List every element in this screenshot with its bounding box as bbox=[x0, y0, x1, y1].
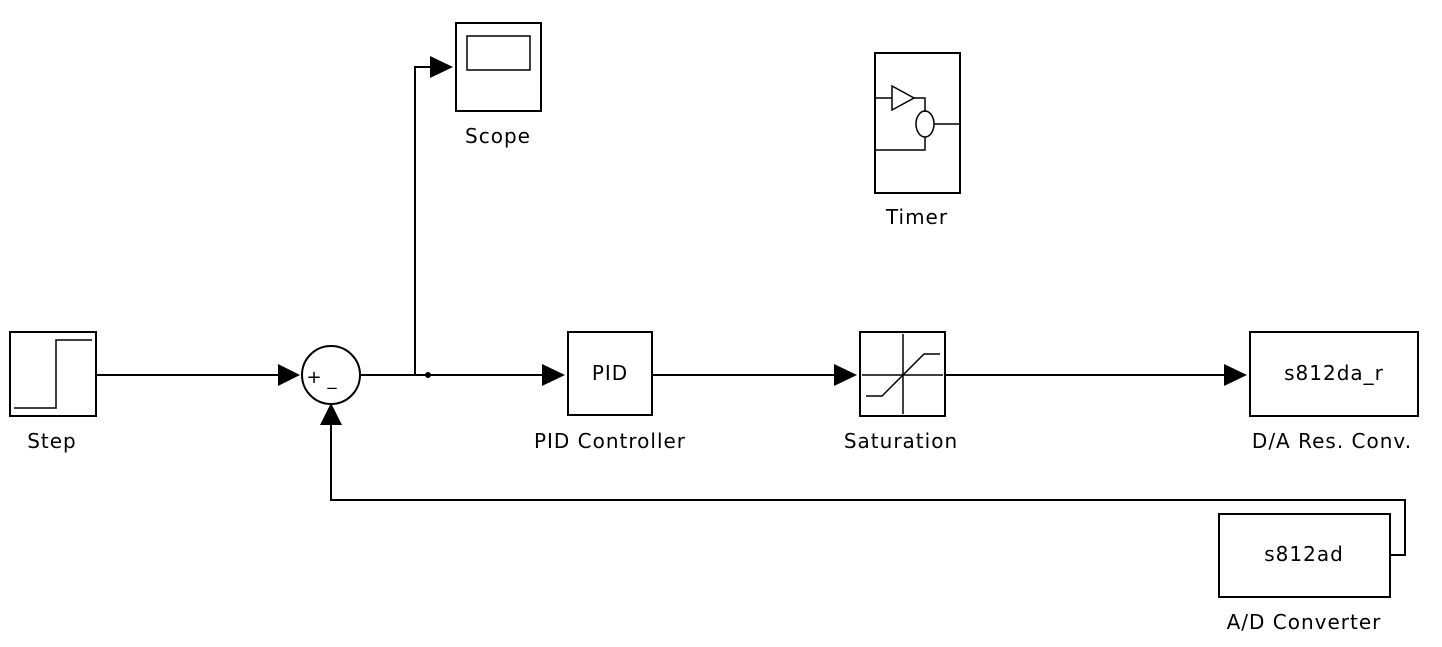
signal-lines bbox=[96, 56, 1406, 556]
scope-screen-icon bbox=[466, 35, 531, 71]
step-block[interactable]: Step bbox=[9, 331, 97, 453]
wire-branch-to-scope[interactable] bbox=[414, 66, 438, 375]
sum-block-circle[interactable] bbox=[301, 345, 361, 405]
step-icon bbox=[14, 339, 92, 409]
sum-plus-sign: + bbox=[306, 367, 321, 388]
timer-label: Timer bbox=[885, 205, 948, 229]
sum-minus-sign: _ bbox=[327, 369, 338, 390]
arrow-sum-to-pid bbox=[542, 364, 565, 386]
arrow-feedback-to-sum bbox=[320, 403, 342, 425]
timer-icon bbox=[875, 84, 960, 151]
pid-controller-label: PID Controller bbox=[534, 429, 686, 453]
pid-block-text: PID bbox=[592, 361, 628, 385]
da-block-frame[interactable] bbox=[1249, 331, 1419, 417]
scope-label: Scope bbox=[465, 124, 531, 148]
saturation-label: Saturation bbox=[844, 429, 958, 453]
saturation-icon bbox=[862, 334, 943, 414]
da-res-conv-label: D/A Res. Conv. bbox=[1252, 429, 1412, 453]
arrow-pid-to-saturation bbox=[834, 364, 857, 386]
saturation-block[interactable]: Saturation bbox=[844, 331, 958, 453]
scope-block-frame[interactable] bbox=[455, 22, 542, 112]
arrow-step-to-sum bbox=[278, 364, 300, 386]
da-block-text: s812da_r bbox=[1284, 361, 1384, 385]
da-converter-block[interactable]: s812da_r D/A Res. Conv. bbox=[1249, 331, 1419, 453]
step-block-frame[interactable] bbox=[9, 331, 97, 417]
pid-block[interactable]: PID PID Controller bbox=[534, 331, 686, 453]
sum-block[interactable]: + _ bbox=[301, 345, 361, 405]
timer-block-frame[interactable] bbox=[874, 52, 961, 194]
arrow-to-scope bbox=[430, 56, 453, 78]
ad-converter-block[interactable]: s812ad A/D Converter bbox=[1218, 513, 1391, 634]
wire-ad-feedback-to-sum[interactable] bbox=[330, 420, 1406, 556]
branch-point bbox=[425, 372, 431, 378]
ad-block-text: s812ad bbox=[1264, 542, 1344, 566]
arrow-saturation-to-da bbox=[1224, 364, 1247, 386]
ad-block-frame[interactable] bbox=[1218, 513, 1391, 598]
ad-converter-label: A/D Converter bbox=[1227, 610, 1382, 634]
timer-block[interactable]: Timer bbox=[874, 52, 961, 229]
scope-block[interactable]: Scope bbox=[455, 22, 542, 148]
step-label: Step bbox=[27, 429, 77, 453]
pid-block-frame[interactable] bbox=[567, 331, 653, 416]
